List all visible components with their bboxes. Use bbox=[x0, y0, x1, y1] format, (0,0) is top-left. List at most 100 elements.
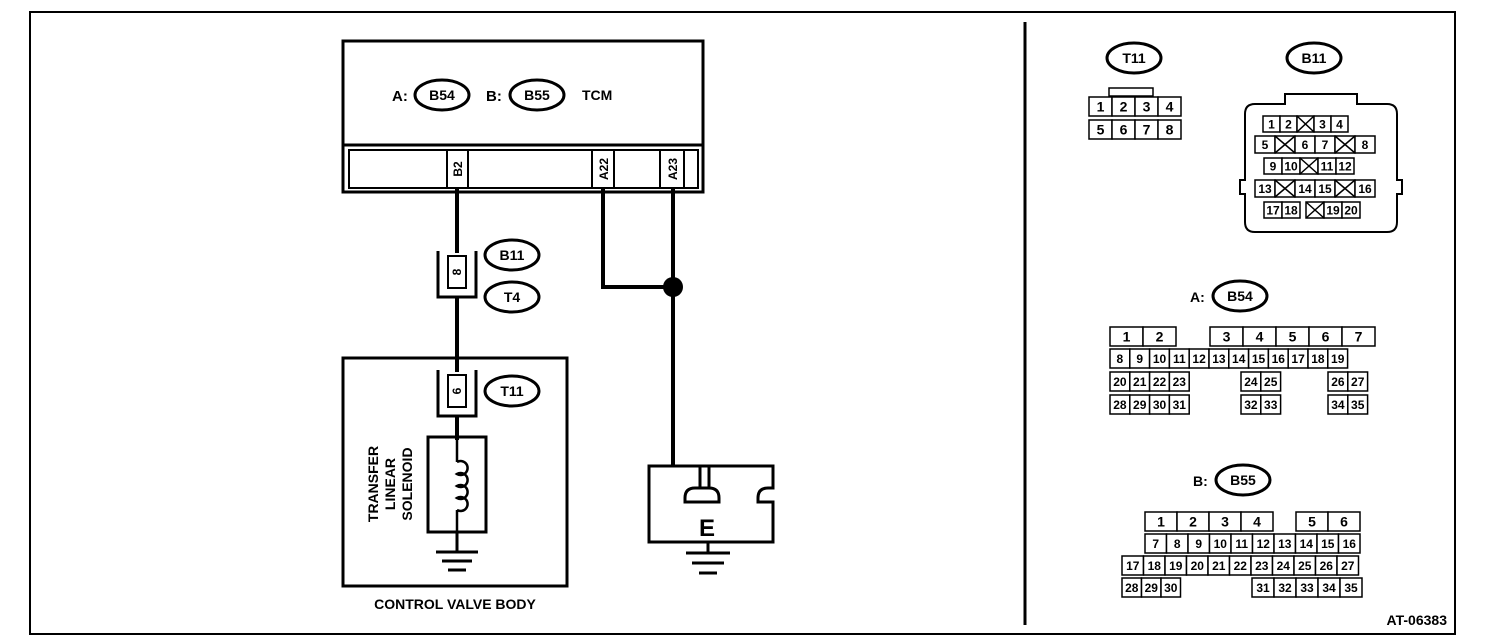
pin-number: 14 bbox=[1300, 537, 1314, 551]
pin-number: 17 bbox=[1266, 203, 1280, 217]
pin-number: 9 bbox=[1136, 352, 1143, 366]
cavity-cross bbox=[1334, 179, 1356, 198]
tcm-terminal-strip bbox=[348, 149, 699, 189]
pin-a23: A23 bbox=[666, 158, 680, 180]
pin-number: 10 bbox=[1214, 537, 1228, 551]
pin-number: 30 bbox=[1153, 398, 1167, 412]
cavity-cross bbox=[1274, 135, 1296, 154]
pin-number: 22 bbox=[1234, 559, 1248, 573]
pin-number: 24 bbox=[1277, 559, 1291, 573]
pin-number: 7 bbox=[1152, 537, 1159, 551]
pin-number: 35 bbox=[1351, 398, 1365, 412]
pin-number: 16 bbox=[1272, 352, 1286, 366]
pin-number: 4 bbox=[1253, 514, 1261, 530]
pin-number: 5 bbox=[1097, 122, 1105, 138]
pin-number: 28 bbox=[1113, 398, 1127, 412]
pin-number: 8 bbox=[1166, 122, 1174, 138]
pin-number: 4 bbox=[1256, 329, 1264, 345]
figure-id: AT-06383 bbox=[1387, 612, 1448, 628]
pin-number: 23 bbox=[1173, 375, 1187, 389]
harness-connector: 8 B11 T4 bbox=[436, 238, 541, 314]
pin-number: 7 bbox=[1143, 122, 1151, 138]
pin-number: 6 bbox=[1340, 514, 1348, 530]
ground-label: E bbox=[699, 515, 715, 542]
b11-view-label: B11 bbox=[1302, 50, 1327, 66]
pin-cell bbox=[1157, 96, 1182, 117]
pin-number: 29 bbox=[1133, 398, 1147, 412]
pin-number: 24 bbox=[1244, 375, 1258, 389]
cavity-cross bbox=[1334, 135, 1356, 154]
b55-view-label: B55 bbox=[1230, 472, 1256, 488]
pin-number: 18 bbox=[1284, 203, 1298, 217]
t11-view-label: T11 bbox=[1122, 50, 1146, 66]
pin-number: 19 bbox=[1326, 203, 1340, 217]
pin-number: 19 bbox=[1169, 559, 1183, 573]
pin-number: 27 bbox=[1341, 559, 1355, 573]
pin-number: 21 bbox=[1133, 375, 1147, 389]
cavity-cross bbox=[1274, 179, 1296, 198]
pin-number: 30 bbox=[1164, 581, 1178, 595]
pin-number: 7 bbox=[1355, 329, 1363, 345]
pin-number: 9 bbox=[1195, 537, 1202, 551]
pin-cell bbox=[1168, 371, 1190, 392]
pin-number: 8 bbox=[1174, 537, 1181, 551]
ground-terminal: E bbox=[647, 464, 775, 575]
pin-number: 11 bbox=[1321, 159, 1334, 173]
pin-number: 6 bbox=[1120, 122, 1128, 138]
b54-view-prefix: A: bbox=[1190, 289, 1205, 305]
pin-number: 17 bbox=[1126, 559, 1140, 573]
cavity-cross bbox=[1296, 115, 1315, 133]
pin-cell bbox=[1341, 201, 1361, 219]
b55-view-prefix: B: bbox=[1193, 473, 1208, 489]
pin-cell bbox=[1330, 115, 1349, 133]
pin-number: 3 bbox=[1221, 514, 1229, 530]
pin-number: 31 bbox=[1256, 581, 1270, 595]
control-valve-body: 6 T11 TRANSFER LINEAR SOLENOID bbox=[341, 356, 569, 588]
tcm-connector-b: B55 bbox=[524, 87, 550, 103]
pin-cell bbox=[1335, 157, 1355, 175]
pin-number: 20 bbox=[1191, 559, 1205, 573]
pin-number: 35 bbox=[1344, 581, 1358, 595]
tcm-name: TCM bbox=[582, 87, 612, 103]
pin-number: 13 bbox=[1212, 352, 1226, 366]
harness-pin: 8 bbox=[450, 268, 464, 275]
ground-symbol-solenoid bbox=[436, 532, 478, 572]
tcm-unit: A: B54 B: B55 TCM B2 A22 A23 bbox=[341, 39, 705, 194]
pin-number: 22 bbox=[1153, 375, 1167, 389]
coil-icon bbox=[454, 440, 469, 532]
pin-number: 8 bbox=[1117, 352, 1124, 366]
pin-cell bbox=[1160, 577, 1182, 598]
pin-number: 18 bbox=[1311, 352, 1325, 366]
cavity-cross bbox=[1299, 157, 1319, 175]
pin-number: 27 bbox=[1351, 375, 1365, 389]
pin-number: 5 bbox=[1262, 138, 1269, 152]
pin-number: 28 bbox=[1125, 581, 1139, 595]
pin-number: 7 bbox=[1322, 138, 1329, 152]
pin-number: 20 bbox=[1344, 203, 1358, 217]
pin-number: 2 bbox=[1120, 99, 1128, 115]
pin-number: 29 bbox=[1145, 581, 1159, 595]
pin-number: 15 bbox=[1318, 182, 1332, 196]
pin-number: 10 bbox=[1284, 159, 1298, 173]
pin-number: 13 bbox=[1258, 182, 1272, 196]
component-name-line3: SOLENOID bbox=[399, 447, 415, 520]
pin-cell bbox=[1339, 577, 1363, 598]
pin-number: 14 bbox=[1232, 352, 1246, 366]
tcm-label-a: A: bbox=[392, 88, 408, 105]
pin-number: 2 bbox=[1189, 514, 1197, 530]
pin-number: 10 bbox=[1153, 352, 1167, 366]
pin-cell bbox=[1347, 394, 1369, 415]
pin-cell bbox=[1347, 371, 1369, 392]
pin-number: 33 bbox=[1264, 398, 1278, 412]
pin-number: 8 bbox=[1362, 138, 1369, 152]
pin-cell bbox=[1354, 179, 1376, 198]
splice-point bbox=[663, 277, 683, 297]
pin-number: 11 bbox=[1235, 537, 1248, 551]
pin-number: 32 bbox=[1244, 398, 1258, 412]
pin-cell bbox=[1327, 511, 1361, 532]
pin-number: 4 bbox=[1166, 99, 1174, 115]
